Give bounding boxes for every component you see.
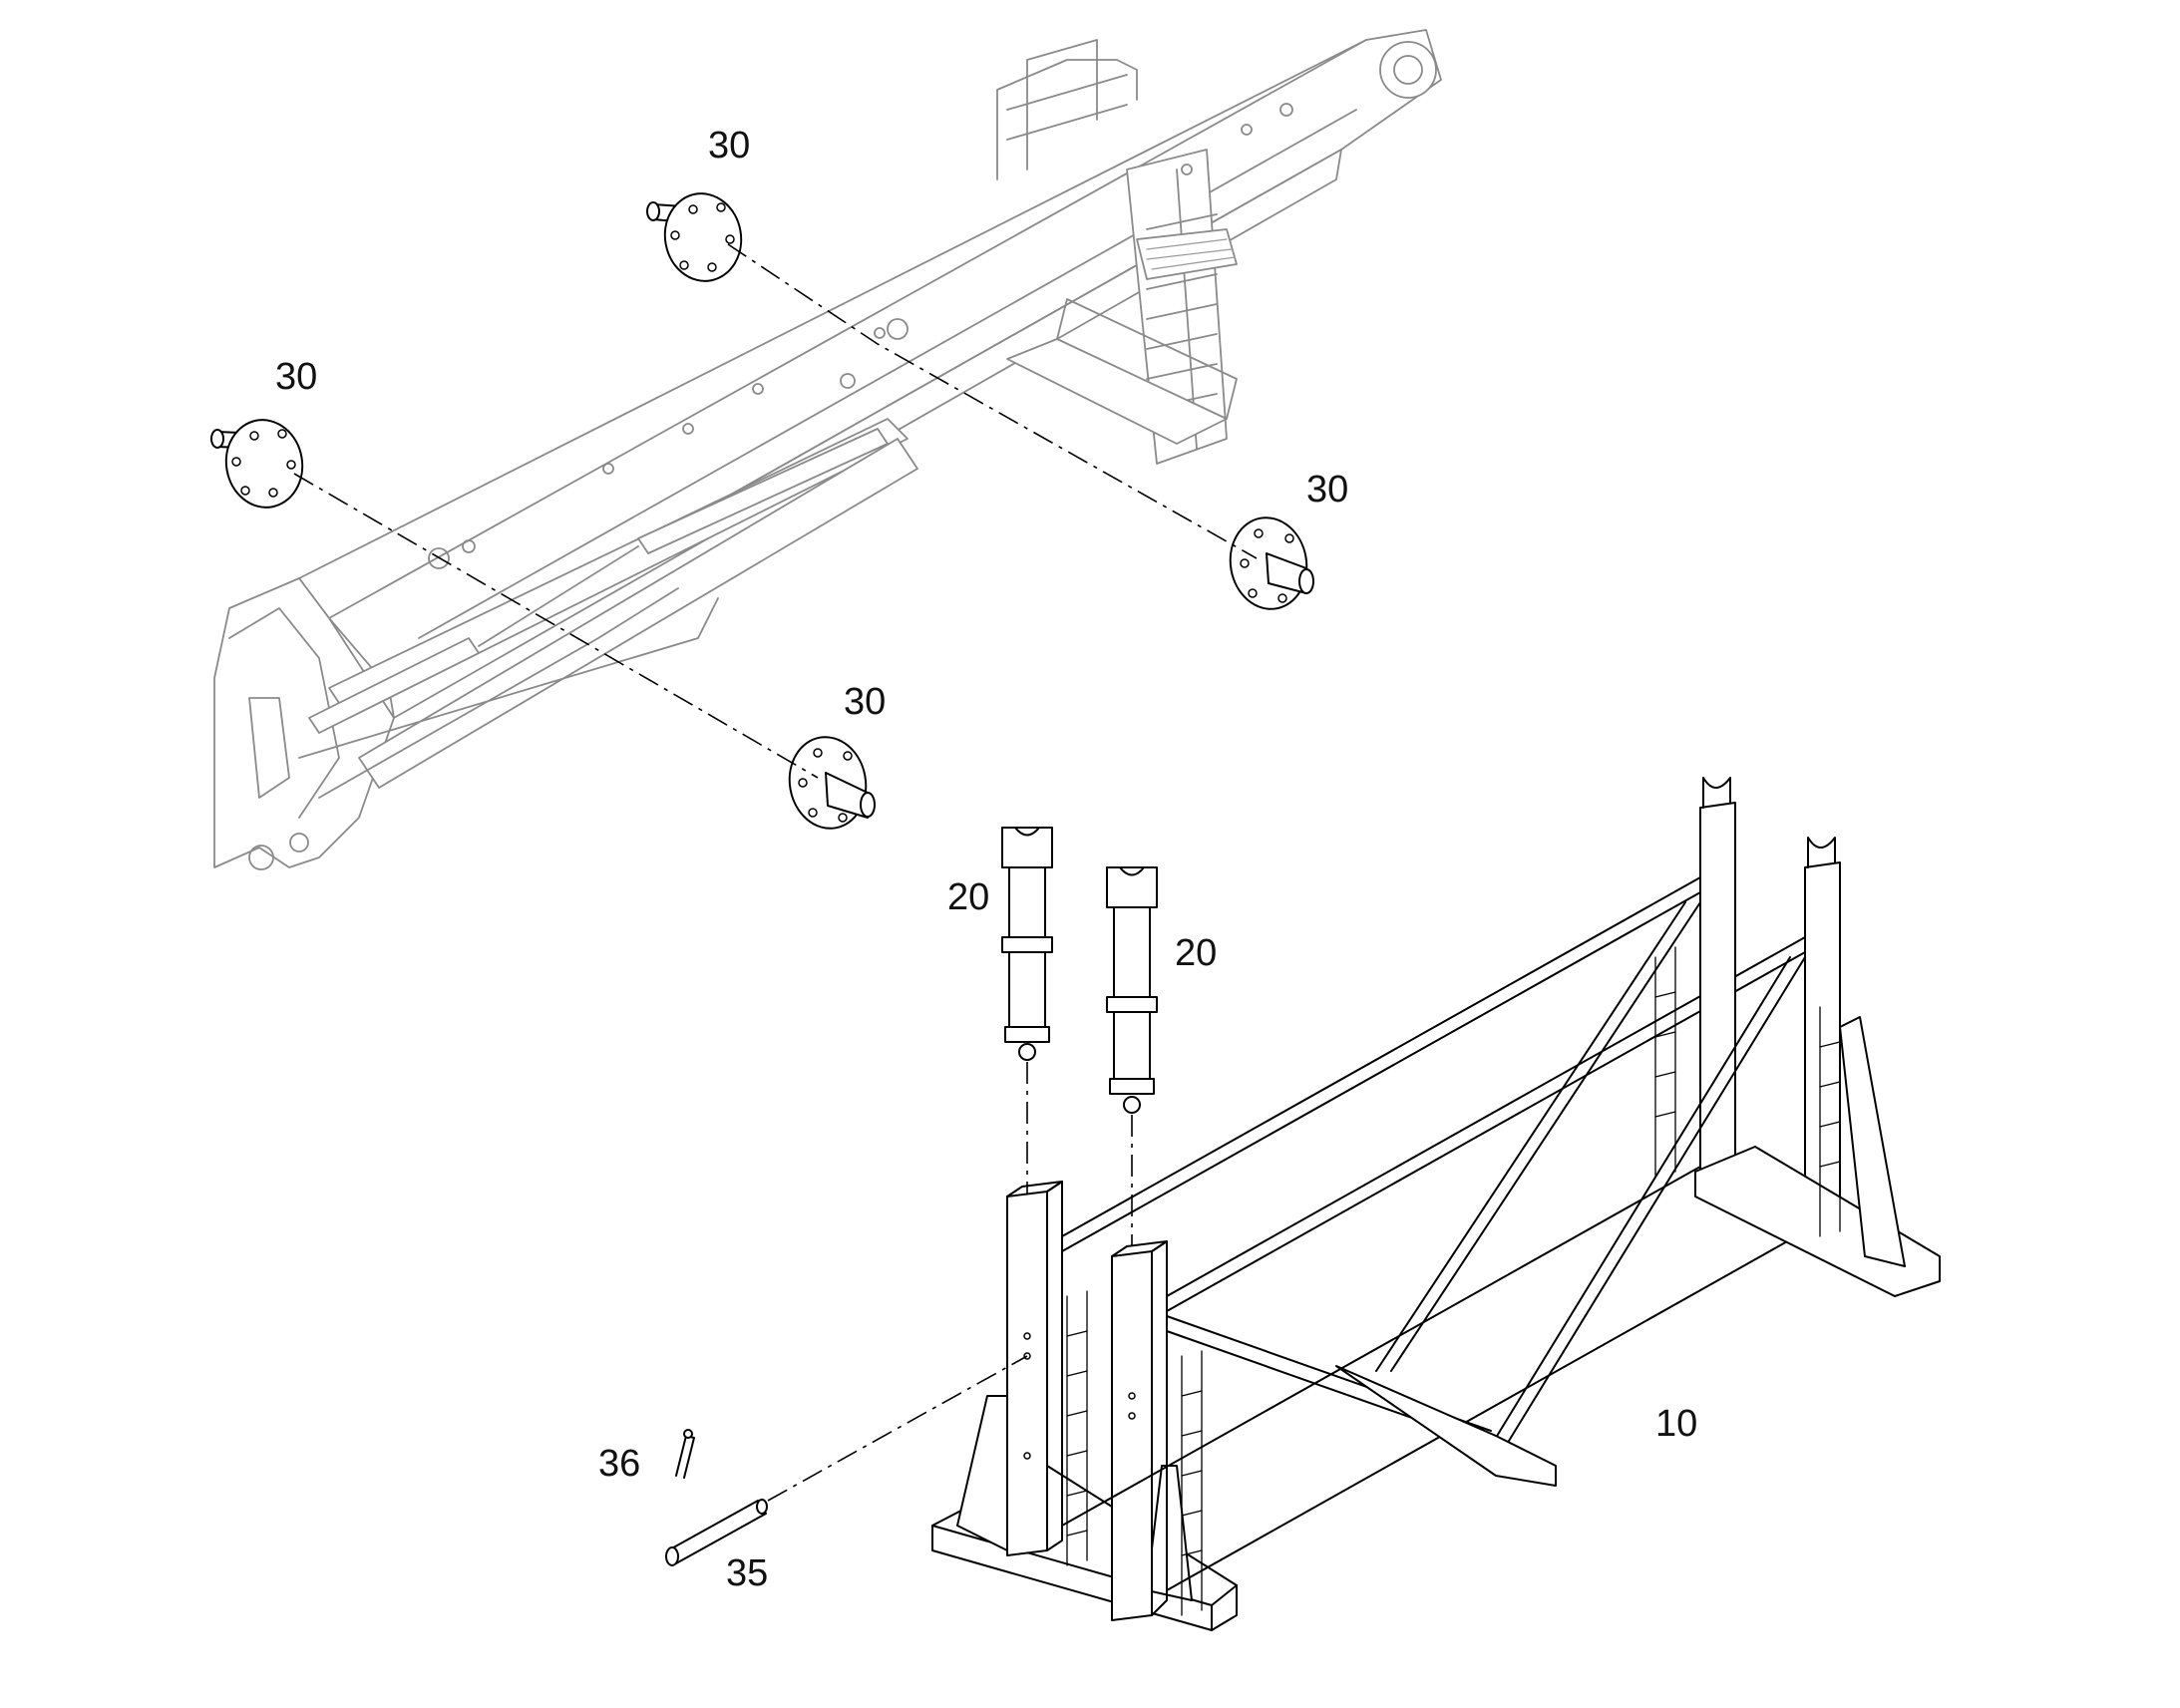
callout-20-right: 20	[1175, 932, 1217, 974]
callout-35: 35	[726, 1552, 768, 1594]
callout-10: 10	[1655, 1403, 1697, 1445]
pin-30-top	[646, 192, 743, 282]
support-20-left	[1001, 827, 1053, 1061]
callout-30-bottom: 30	[844, 681, 886, 723]
boom-bolt-holes	[428, 103, 1293, 569]
pin-35	[665, 1499, 768, 1566]
callout-30-left: 30	[275, 356, 317, 398]
cotter-pin-36	[675, 1429, 695, 1479]
support-20-right	[1106, 866, 1158, 1114]
centerline-left	[293, 473, 819, 779]
transport-frame-10	[931, 777, 1941, 1631]
boom-assembly	[213, 29, 1442, 870]
pin-30-right	[1229, 516, 1314, 610]
centerline-top	[727, 243, 1258, 559]
pin-30-bottom	[788, 736, 876, 830]
callout-36: 36	[598, 1443, 640, 1485]
callout-20-left: 20	[947, 876, 989, 918]
pin-30-left	[210, 419, 304, 509]
callout-30-right: 30	[1306, 469, 1348, 511]
callout-30-top: 30	[708, 125, 750, 167]
centerline-pin-35	[767, 1355, 1028, 1502]
